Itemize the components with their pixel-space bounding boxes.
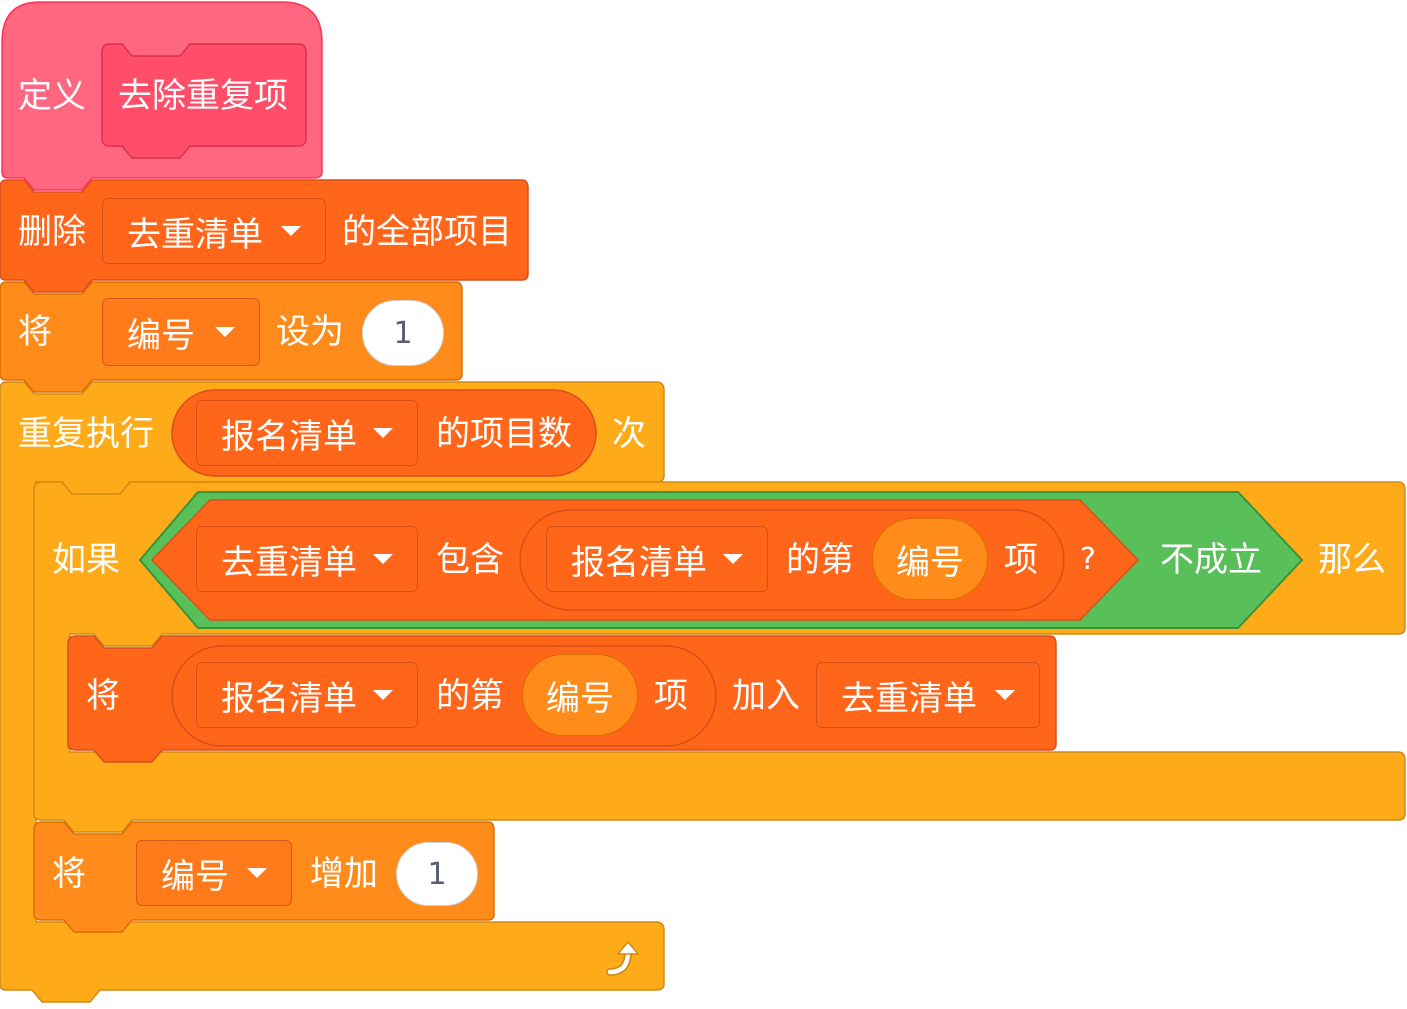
item-of-label: 的第 xyxy=(786,540,854,580)
dropdown-caret-icon xyxy=(247,868,267,878)
dropdown-caret-icon xyxy=(281,226,301,236)
set-label: 将 xyxy=(18,312,52,352)
dropdown-caret-icon xyxy=(373,428,393,438)
contains-label: 包含 xyxy=(436,540,504,580)
repeat-block-shape[interactable] xyxy=(0,381,665,1003)
variable-reporter-index[interactable]: 编号 xyxy=(872,518,988,600)
change-label: 将 xyxy=(52,854,86,894)
change-by-label: 增加 xyxy=(310,854,378,894)
dropdown-caret-icon xyxy=(373,554,393,564)
list-dropdown-label: 去重清单 xyxy=(127,214,263,255)
custom-block-name: 去除重复项 xyxy=(118,76,288,116)
list-dropdown-label: 报名清单 xyxy=(571,542,707,583)
list-dropdown-delete[interactable]: 去重清单 xyxy=(102,198,326,264)
then-label: 那么 xyxy=(1318,540,1386,580)
variable-dropdown-label: 编号 xyxy=(161,856,229,897)
repeat-times-label: 次 xyxy=(612,414,646,454)
item-of-label: 的第 xyxy=(436,676,504,716)
list-dropdown-add-target[interactable]: 去重清单 xyxy=(816,662,1040,728)
length-of-label: 的项目数 xyxy=(436,414,572,454)
set-to-label: 设为 xyxy=(276,312,344,352)
not-label: 不成立 xyxy=(1160,540,1262,580)
change-value-input[interactable]: 1 xyxy=(396,842,478,906)
if-label: 如果 xyxy=(52,540,120,580)
list-dropdown-label: 去重清单 xyxy=(841,678,977,719)
list-dropdown-repeat[interactable]: 报名清单 xyxy=(196,400,418,466)
list-dropdown-contains[interactable]: 去重清单 xyxy=(196,526,418,592)
set-value-input[interactable]: 1 xyxy=(362,300,444,366)
delete-all-suffix: 的全部项目 xyxy=(342,212,512,252)
list-dropdown-label: 报名清单 xyxy=(221,416,357,457)
list-dropdown-label: 去重清单 xyxy=(221,542,357,583)
add-to-label: 加入 xyxy=(732,676,800,716)
dropdown-caret-icon xyxy=(373,690,393,700)
dropdown-caret-icon xyxy=(723,554,743,564)
define-prototype-shape[interactable] xyxy=(101,43,307,159)
item-suffix-label: 项 xyxy=(654,676,688,716)
variable-dropdown-label: 编号 xyxy=(127,315,195,356)
list-dropdown-label: 报名清单 xyxy=(221,678,357,719)
delete-all-label: 删除 xyxy=(18,212,86,252)
list-dropdown-item[interactable]: 报名清单 xyxy=(546,526,768,592)
variable-dropdown-change[interactable]: 编号 xyxy=(136,840,292,906)
dropdown-caret-icon xyxy=(215,327,235,337)
item-suffix-label: 项 xyxy=(1004,540,1038,580)
dropdown-caret-icon xyxy=(995,690,1015,700)
variable-dropdown-set[interactable]: 编号 xyxy=(102,298,260,366)
repeat-label: 重复执行 xyxy=(18,414,154,454)
list-dropdown-add-item[interactable]: 报名清单 xyxy=(196,662,418,728)
loop-arrow-icon xyxy=(600,936,648,978)
add-prefix-label: 将 xyxy=(86,676,120,716)
question-label: ? xyxy=(1080,542,1096,577)
define-keyword: 定义 xyxy=(18,76,86,116)
variable-reporter-index[interactable]: 编号 xyxy=(522,654,638,736)
